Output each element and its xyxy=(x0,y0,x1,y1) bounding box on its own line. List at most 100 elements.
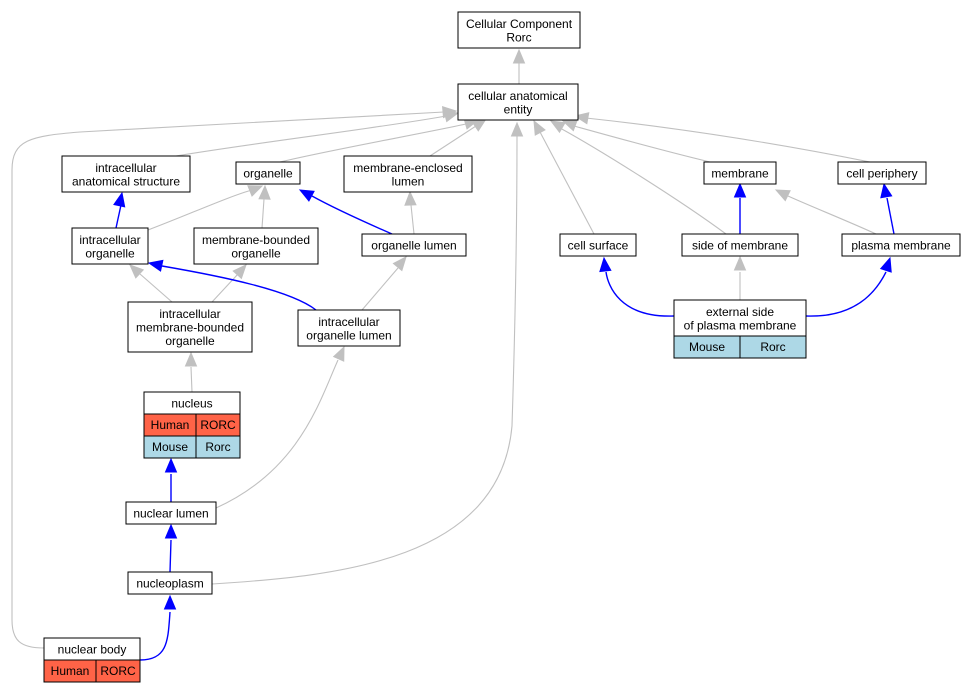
node-label: nuclear body xyxy=(58,643,127,657)
edge-np-to-cae xyxy=(211,121,524,585)
node-pm[interactable]: plasma membrane xyxy=(841,233,961,257)
edge-arrowhead xyxy=(512,48,526,64)
edge-np-to-nl xyxy=(164,523,178,573)
edge-arrowhead xyxy=(232,264,247,280)
edge-nl-to-iol xyxy=(215,345,345,509)
node-label: nuclear lumen xyxy=(133,507,208,521)
node-label: membrane-bounded xyxy=(136,321,244,335)
node-box xyxy=(703,161,777,185)
edge-nb-to-np xyxy=(139,594,177,661)
edge-arrowhead xyxy=(733,182,747,198)
node-box xyxy=(71,227,149,265)
edge-espm-to-som xyxy=(733,255,747,300)
edge-io-to-organelle xyxy=(147,185,264,231)
node-label: lumen xyxy=(392,174,425,188)
edge-ol-to-organelle xyxy=(298,189,393,235)
node-label: membrane-enclosed xyxy=(353,161,462,175)
edge-espm-to-cs xyxy=(599,256,675,317)
edge-line xyxy=(279,123,467,163)
node-label: cell periphery xyxy=(846,167,917,181)
node-box xyxy=(343,155,473,193)
edge-line xyxy=(311,195,393,235)
edge-line xyxy=(410,204,415,235)
node-np[interactable]: nucleoplasm xyxy=(127,571,213,595)
node-label: intracellular xyxy=(318,315,379,329)
node-label: Rorc xyxy=(506,30,531,44)
node-nl[interactable]: nuclear lumen xyxy=(125,501,217,525)
edge-cs-to-cae xyxy=(533,119,595,235)
gene-label: RORC xyxy=(100,664,136,678)
edge-arrowhead xyxy=(510,121,524,137)
species-label: Human xyxy=(51,664,90,678)
edge-arrowhead xyxy=(599,256,612,273)
edge-imbo-to-io xyxy=(129,264,173,303)
node-box xyxy=(841,233,961,257)
edge-pm-to-cp xyxy=(880,182,895,235)
node-box xyxy=(837,161,927,185)
edge-espm-to-pm xyxy=(805,256,892,317)
node-ol[interactable]: organelle lumen xyxy=(361,233,467,257)
edge-line xyxy=(559,127,727,235)
edge-line xyxy=(147,189,253,231)
edge-pm-to-membrane xyxy=(774,189,877,235)
node-cs[interactable]: cell surface xyxy=(559,233,637,257)
edge-arrowhead xyxy=(404,190,417,206)
edge-line xyxy=(787,195,877,235)
edge-cae-to-root xyxy=(512,48,526,84)
edge-arrowhead xyxy=(774,189,791,202)
edge-arrowhead xyxy=(298,189,315,202)
node-box xyxy=(193,227,319,265)
edge-imbo-to-mbo xyxy=(211,264,247,303)
node-label: anatomical structure xyxy=(72,174,180,188)
edge-line xyxy=(429,125,477,157)
edge-ias-to-cae xyxy=(175,110,460,157)
gene-label: RORC xyxy=(200,418,236,432)
edge-arrowhead xyxy=(332,345,345,362)
node-box xyxy=(681,233,799,257)
edge-iol-to-io xyxy=(147,259,317,311)
gene-cell xyxy=(195,435,241,459)
node-label: organelle xyxy=(85,246,135,260)
node-som[interactable]: side of membrane xyxy=(681,233,799,257)
edge-mbo-to-organelle xyxy=(258,184,271,229)
edge-line xyxy=(805,271,887,317)
gene-label: Rorc xyxy=(760,340,785,354)
edge-line xyxy=(605,271,675,317)
species-label: Mouse xyxy=(689,340,725,354)
node-cp[interactable]: cell periphery xyxy=(837,161,927,185)
node-box xyxy=(297,309,401,347)
node-label: cellular anatomical xyxy=(468,89,567,103)
node-label: organelle lumen xyxy=(371,239,456,253)
edge-line xyxy=(539,131,595,235)
edge-mel-to-cae xyxy=(429,118,488,157)
node-label: of plasma membrane xyxy=(684,318,797,332)
node-organelle[interactable]: organelle xyxy=(235,161,301,185)
node-label: membrane xyxy=(711,167,769,181)
edge-arrowhead xyxy=(113,191,126,208)
edge-arrowhead xyxy=(129,264,145,279)
edge-cp-to-cae xyxy=(573,112,871,163)
edge-line xyxy=(175,115,447,157)
gene-cell xyxy=(95,659,141,683)
node-membrane[interactable]: membrane xyxy=(703,161,777,185)
node-label: organelle xyxy=(165,334,215,348)
node-box xyxy=(559,233,637,257)
edge-arrowhead xyxy=(164,523,178,539)
edge-nl-to-nucleus xyxy=(164,457,178,502)
species-label: Mouse xyxy=(152,440,188,454)
node-label: organelle xyxy=(243,167,293,181)
edge-arrowhead xyxy=(733,255,747,271)
